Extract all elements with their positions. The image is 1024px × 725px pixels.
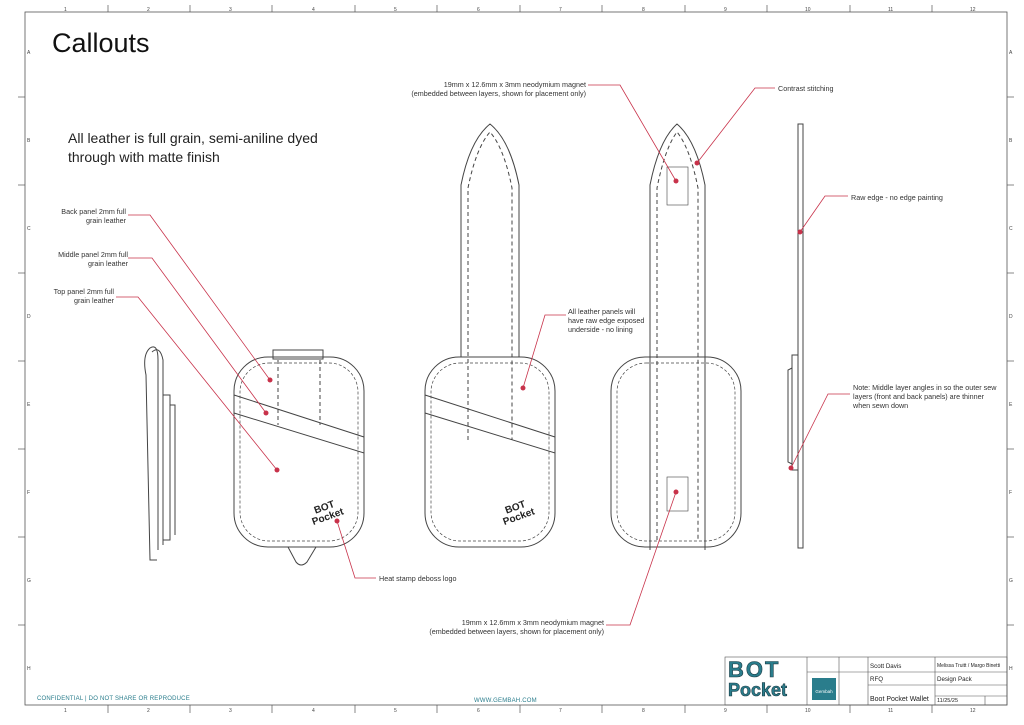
col-label: 7: [559, 7, 562, 13]
front-view: [233, 349, 365, 566]
row-label: G: [27, 578, 31, 584]
col-label: 11: [888, 708, 894, 714]
stage-value: RFQ: [870, 676, 884, 683]
callout-magnet-top: 19mm x 12.6mm x 3mm neodymium magnet (em…: [380, 80, 586, 98]
callout-back-panel: Back panel 2mm full grain leather: [61, 207, 126, 225]
row-label: E: [27, 402, 31, 408]
col-label: 1: [64, 7, 67, 13]
row-label: B: [27, 138, 31, 144]
title-block: [724, 656, 1008, 706]
col-label: 12: [970, 7, 976, 13]
row-label: G: [1009, 578, 1013, 584]
website-link[interactable]: WWW.GEMBAH.COM: [474, 698, 537, 704]
document-value: Design Pack: [937, 676, 972, 683]
callout-middle-layer-note: Note: Middle layer angles in so the oute…: [853, 383, 996, 410]
prepared-by-value: Scott Davis: [870, 663, 902, 670]
col-label: 3: [229, 7, 232, 13]
back-view-flap: [424, 123, 556, 548]
leader-lines: [116, 84, 850, 626]
callout-middle-layer-line1: Note: Middle layer angles in so the oute…: [853, 383, 997, 392]
callout-panels-line2: have raw edge exposed: [568, 316, 645, 325]
col-label: 7: [559, 708, 562, 714]
col-label: 2: [147, 708, 150, 714]
gembah-logo-tile: [812, 678, 836, 700]
gembah-logo: Gembah: [815, 689, 833, 694]
callout-magnet-bottom-line1: 19mm x 12.6mm x 3mm neodymium magnet: [461, 618, 604, 627]
row-label: H: [1009, 666, 1013, 672]
page-title: Callouts: [52, 28, 150, 58]
col-label: 8: [642, 708, 645, 714]
callout-panels-line3: underside - no lining: [568, 325, 633, 334]
col-label: 5: [394, 7, 397, 13]
callout-magnet-top-line1: 19mm x 12.6mm x 3mm neodymium magnet: [443, 80, 586, 89]
brand-logo-line2: Pocket: [728, 680, 788, 701]
row-label: A: [27, 50, 31, 56]
callout-contrast-stitching: Contrast stitching: [778, 84, 834, 93]
brand-logo: BOT Pocket: [728, 657, 804, 702]
confidential-notice: CONFIDENTIAL | DO NOT SHARE OR REPRODUCE: [37, 696, 190, 702]
callout-top-panel: Top panel 2mm full grain leather: [53, 287, 114, 305]
callout-dots: [263, 160, 803, 524]
col-label: 1: [64, 708, 67, 714]
col-label: 8: [642, 7, 645, 13]
row-label: H: [27, 666, 31, 672]
col-label: 6: [477, 7, 480, 13]
callout-middle-layer-line3: when sewn down: [853, 401, 909, 410]
row-label: F: [27, 490, 31, 496]
col-label: 9: [724, 7, 727, 13]
side-view-left: [144, 346, 176, 561]
callout-raw-edge: Raw edge - no edge painting: [851, 193, 943, 202]
col-label: 9: [724, 708, 727, 714]
col-label: 12: [970, 708, 976, 714]
callout-panels-line1: All leather panels will: [568, 307, 636, 316]
row-label: D: [27, 314, 31, 320]
material-note: All leather is full grain, semi-aniline …: [68, 130, 318, 165]
col-label: 2: [147, 7, 150, 13]
callout-panels-raw-edge: All leather panels will have raw edge ex…: [568, 307, 644, 334]
col-label: 6: [477, 708, 480, 714]
callout-middle-panel: Middle panel 2mm full grain leather: [58, 250, 128, 268]
col-label: 5: [394, 708, 397, 714]
callout-magnet-top-line2: (embedded between layers, shown for plac…: [411, 89, 586, 98]
col-label: 4: [312, 7, 315, 13]
brand-logo-line1: BOT: [728, 657, 781, 682]
date-value: 11/25/25: [937, 698, 959, 704]
col-label: 10: [805, 7, 811, 13]
callout-magnet-bottom: 19mm x 12.6mm x 3mm neodymium magnet (em…: [398, 618, 604, 636]
col-label: 4: [312, 708, 315, 714]
callout-heat-stamp: Heat stamp deboss logo: [379, 574, 457, 583]
callout-middle-layer-line2: layers (front and back panels) are thinn…: [853, 392, 985, 401]
product-value: Boot Pocket Wallet: [870, 696, 929, 703]
side-view-right: [787, 123, 804, 549]
row-label: C: [27, 226, 31, 232]
row-label: F: [1009, 490, 1013, 496]
callout-magnet-bottom-line2: (embedded between layers, shown for plac…: [429, 627, 604, 636]
col-label: 10: [805, 708, 811, 714]
row-label: C: [1009, 226, 1013, 232]
col-label: 3: [229, 708, 232, 714]
row-label: B: [1009, 138, 1013, 144]
client-value: Melissa Truitt / Margo Binetti: [937, 663, 1001, 669]
rear-view: [610, 123, 742, 550]
row-label: D: [1009, 314, 1013, 320]
row-label: A: [1009, 50, 1013, 56]
row-label: E: [1009, 402, 1013, 408]
column-ticks: [18, 5, 1014, 713]
col-label: 11: [888, 7, 894, 13]
